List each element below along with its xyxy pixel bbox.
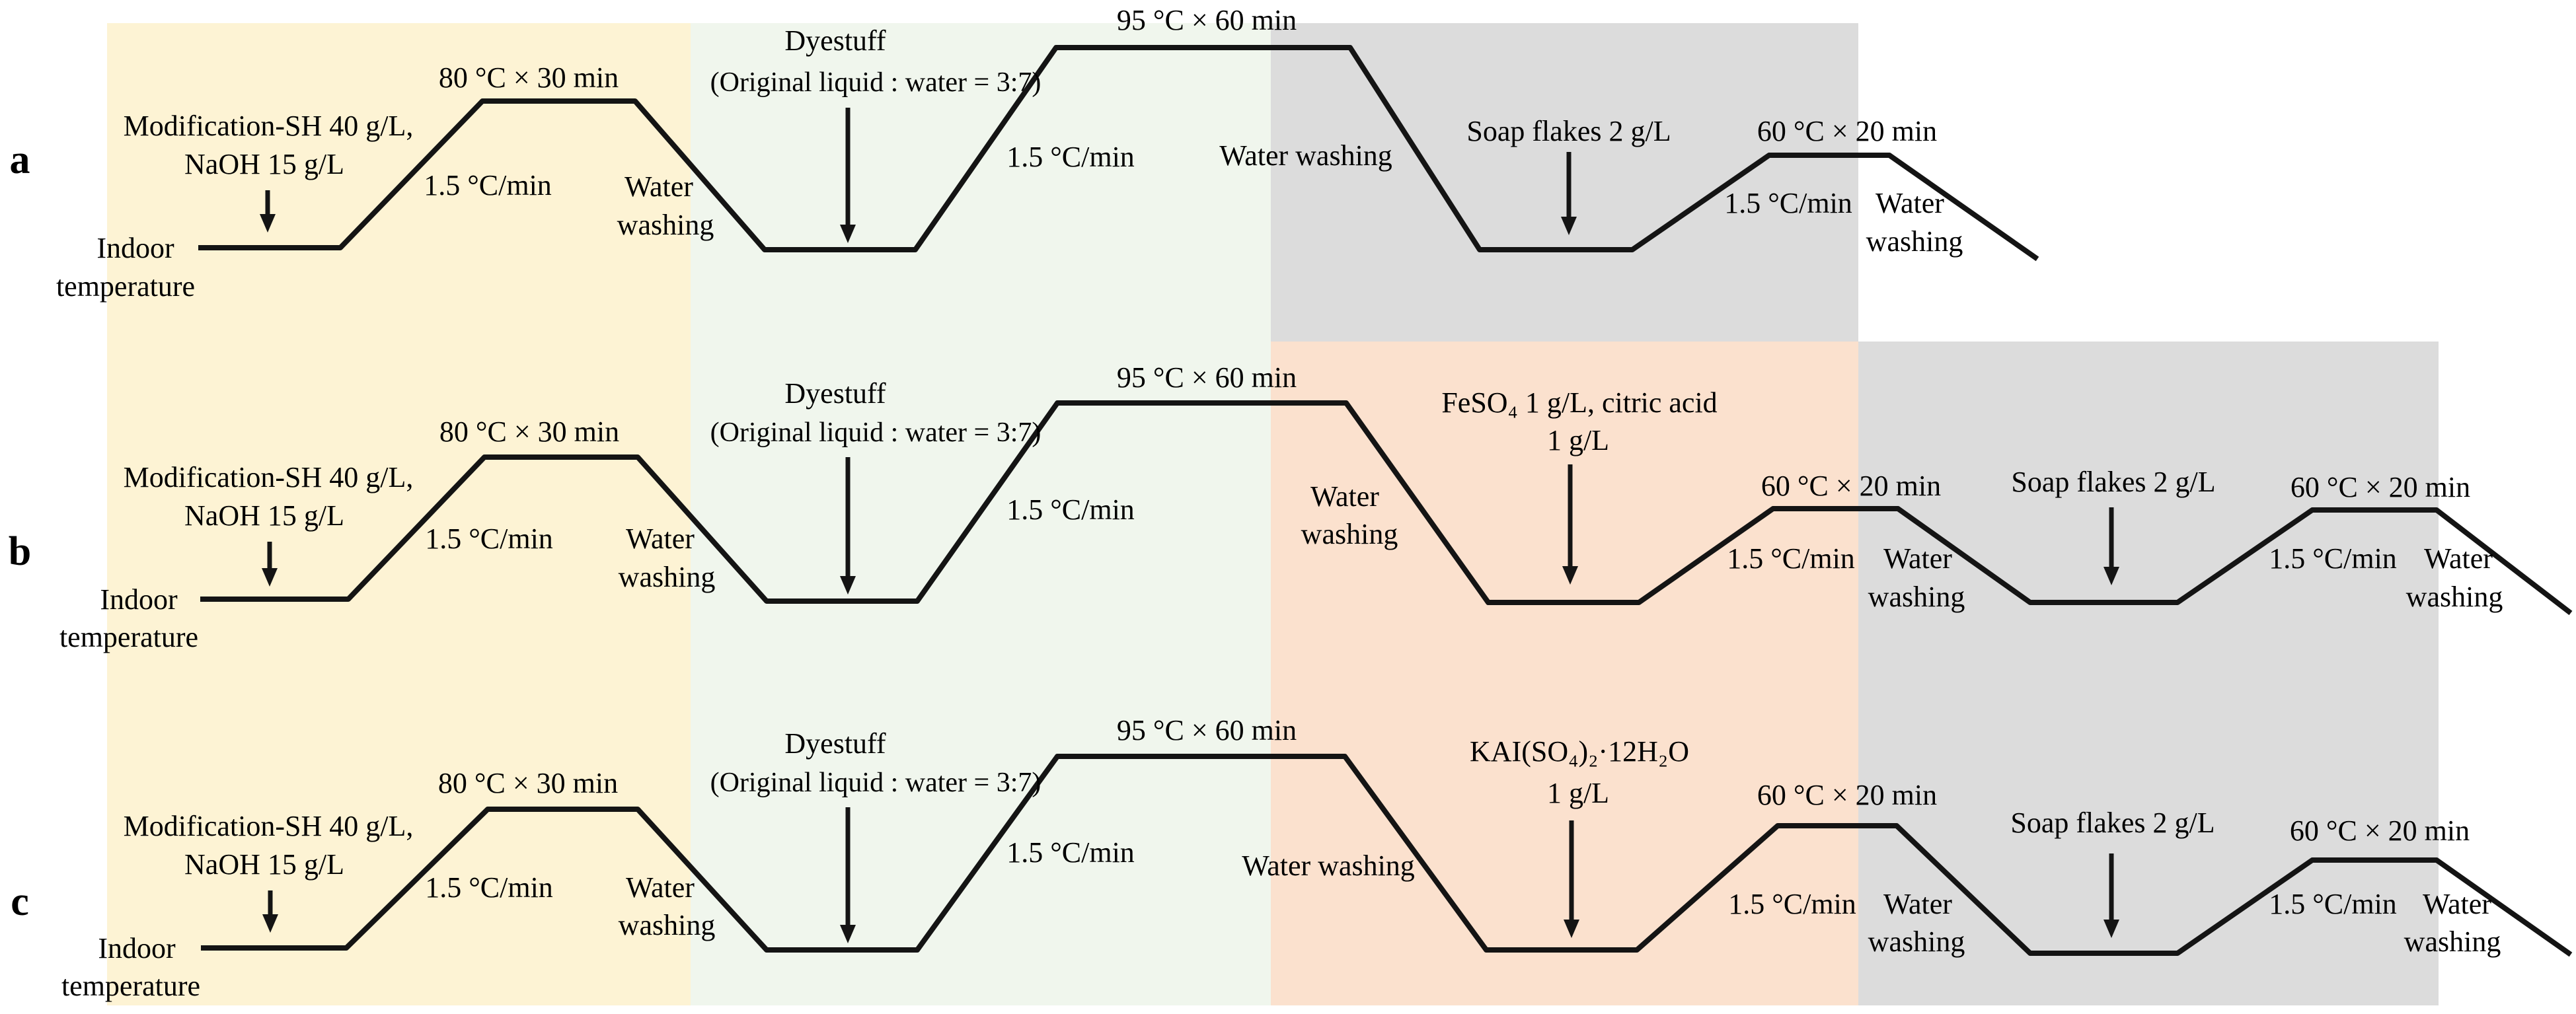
- annotation-label: 1.5 °C/min: [1006, 141, 1135, 173]
- annotation-label: Water: [1883, 888, 1952, 920]
- profile-row-a: a Modification-SH 40 g/L, NaOH 15 g/L Indoo…: [10, 4, 2039, 303]
- annotation-label: Indoor: [98, 932, 176, 964]
- annotation-label: Water washing: [1219, 139, 1392, 172]
- annotation-label: 60 °C × 20 min: [2291, 471, 2470, 503]
- annotation-label: 1.5 °C/min: [425, 871, 553, 904]
- annotation-label: 60 °C × 20 min: [1757, 779, 1937, 811]
- annotation-label: washing: [1868, 581, 1965, 613]
- annotation-label: 60 °C × 20 min: [1757, 115, 1937, 147]
- annotation-label: 1.5 °C/min: [1006, 836, 1135, 869]
- annotation-label: washing: [619, 909, 716, 941]
- annotation-label: Indoor: [96, 232, 174, 264]
- annotation-label: 1.5 °C/min: [2269, 542, 2397, 575]
- annotation-label: 95 °C × 60 min: [1117, 4, 1297, 36]
- annotation-label: washing: [2404, 925, 2501, 958]
- annotation-label: 1 g/L: [1547, 777, 1609, 809]
- annotation-label: Water: [1883, 542, 1952, 575]
- annotation-label: Water: [626, 871, 695, 904]
- annotation-label: Dyestuff: [784, 377, 886, 410]
- annotation-label: temperature: [59, 621, 198, 653]
- annotation-label: Water: [2423, 888, 2491, 920]
- annotation-label: (Original liquid : water = 3:7): [710, 417, 1042, 448]
- profile-row-b: b Modification-SH 40 g/L, NaOH 15 g/L Indoo…: [9, 361, 2573, 653]
- annotation-label: 80 °C × 30 min: [439, 61, 619, 94]
- annotation-label: FeSO₄ 1 g/L, citric acid: [1441, 386, 1717, 419]
- additive-arrowhead-icon: [840, 925, 856, 943]
- annotation-label: (Original liquid : water = 3:7): [710, 67, 1042, 98]
- additive-arrowhead-icon: [1564, 920, 1579, 938]
- band-soaping-row-a: [1271, 23, 1858, 342]
- band-mordanting-rows-bc: [1271, 342, 1858, 1005]
- annotation-label: Dyestuff: [784, 727, 886, 760]
- annotation-label: 1.5 °C/min: [1728, 888, 1856, 920]
- temperature-profile-a: [198, 45, 2039, 262]
- annotation-label: Water: [2424, 542, 2493, 575]
- additive-arrowhead-icon: [262, 914, 278, 933]
- annotation-label: washing: [1301, 518, 1398, 550]
- annotation-label: 1.5 °C/min: [424, 169, 552, 201]
- annotation-label: Soap flakes 2 g/L: [2011, 466, 2215, 498]
- annotation-label: 1.5 °C/min: [1727, 542, 1855, 575]
- annotation-label: NaOH 15 g/L: [184, 848, 344, 881]
- annotation-label: Indoor: [100, 583, 178, 616]
- annotation-label: 60 °C × 20 min: [2290, 815, 2470, 847]
- additive-arrowhead-icon: [840, 225, 856, 243]
- additive-arrowhead-icon: [840, 576, 856, 595]
- band-soaping-rows-bc: [1858, 342, 2439, 1005]
- annotation-label: Water: [625, 170, 693, 203]
- additive-arrowhead-icon: [2103, 920, 2119, 938]
- annotation-label: Modification-SH 40 g/L,: [124, 810, 414, 842]
- annotation-label: Modification-SH 40 g/L,: [124, 461, 414, 493]
- profile-row-c: c Modification-SH 40 g/L, NaOH 15 g/L Indoo…: [11, 714, 2573, 1002]
- temperature-profile-b: [200, 400, 2573, 616]
- annotation-label: washing: [1866, 225, 1963, 258]
- annotation-label: Water: [1875, 187, 1944, 219]
- annotation-label: Water washing: [1242, 850, 1415, 882]
- annotation-label: 80 °C × 30 min: [439, 416, 619, 448]
- annotation-label: 1.5 °C/min: [1006, 493, 1135, 526]
- additive-arrowhead-icon: [2103, 567, 2119, 585]
- annotation-label: 1.5 °C/min: [1724, 187, 1852, 219]
- annotation-label: Dyestuff: [784, 24, 886, 57]
- row-label-a: a: [10, 137, 30, 182]
- annotation-label: 1.5 °C/min: [2269, 888, 2397, 920]
- annotation-label: NaOH 15 g/L: [184, 148, 344, 180]
- temperature-profile-c: [201, 754, 2573, 957]
- annotation-label: 60 °C × 20 min: [1761, 470, 1941, 502]
- annotation-label: Water: [1310, 480, 1379, 513]
- additive-arrowhead-icon: [1561, 217, 1577, 235]
- annotation-label: temperature: [61, 970, 200, 1002]
- row-label-c: c: [11, 879, 29, 924]
- annotation-label: Soap flakes 2 g/L: [2010, 807, 2215, 839]
- annotation-label: temperature: [56, 270, 195, 303]
- annotation-label: washing: [617, 209, 714, 241]
- annotation-label: 80 °C × 30 min: [438, 767, 618, 799]
- annotation-label: (Original liquid : water = 3:7): [710, 768, 1042, 798]
- annotation-label: NaOH 15 g/L: [184, 499, 344, 532]
- additive-arrowhead-icon: [1562, 566, 1578, 585]
- annotation-label: KAI(SO₄)₂·12H₂O: [1470, 735, 1689, 768]
- additive-arrowhead-icon: [262, 568, 278, 587]
- annotation-label: 1 g/L: [1547, 424, 1609, 456]
- annotation-label: washing: [619, 561, 716, 593]
- annotation-label: washing: [2406, 581, 2503, 613]
- row-label-b: b: [9, 529, 31, 574]
- annotation-label: Modification-SH 40 g/L,: [124, 110, 414, 142]
- annotation-label: 1.5 °C/min: [425, 523, 553, 555]
- annotation-label: 95 °C × 60 min: [1117, 714, 1297, 746]
- additive-arrowhead-icon: [260, 214, 276, 233]
- annotation-label: Water: [626, 523, 695, 555]
- annotation-label: washing: [1868, 925, 1965, 958]
- annotation-label: Soap flakes 2 g/L: [1466, 115, 1671, 147]
- annotation-label: 95 °C × 60 min: [1117, 361, 1297, 394]
